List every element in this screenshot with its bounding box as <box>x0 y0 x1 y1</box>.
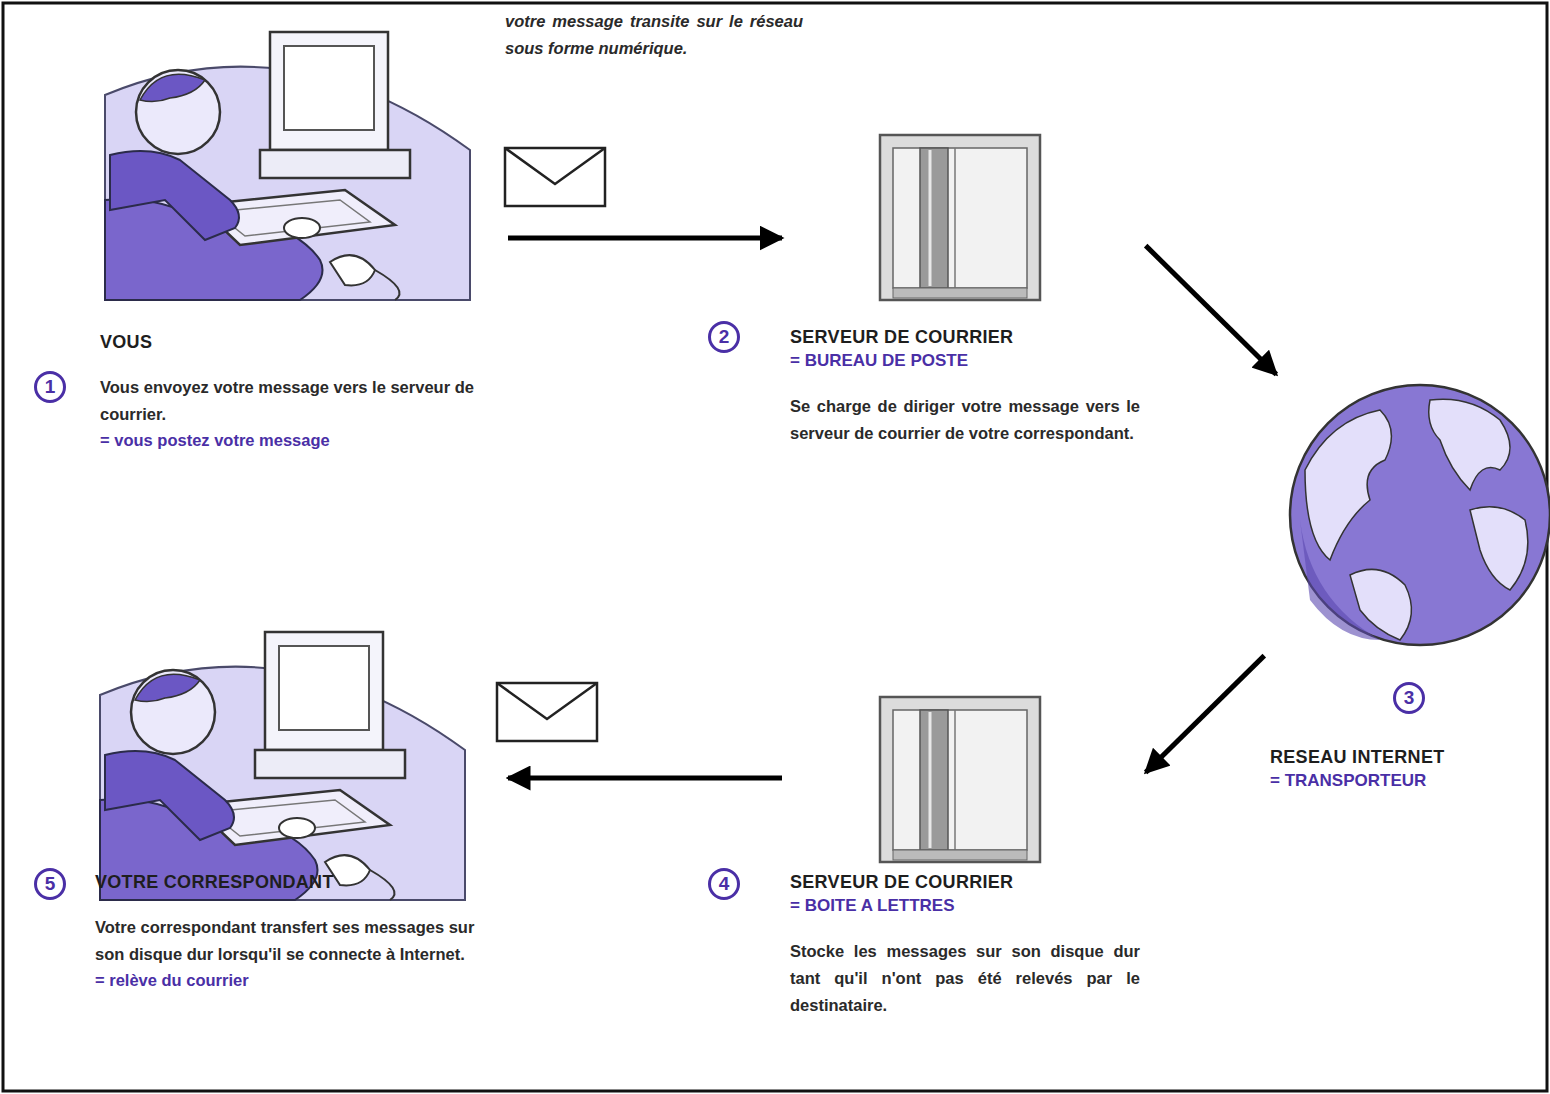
internet-network: RESEAU INTERNET= TRANSPORTEUR <box>1270 380 1545 793</box>
station-heading: SERVEUR DE COURRIER <box>790 870 1140 894</box>
callout-number: 1 <box>34 371 66 403</box>
transit-note: votre message transite sur le réseau sou… <box>505 8 803 62</box>
station-description: Stocke les messages sur son disque dur t… <box>790 938 1140 1019</box>
station-heading: VOUS <box>100 330 500 354</box>
station-analogy: = relève du courrier <box>95 968 500 992</box>
callout-number: 2 <box>708 321 740 353</box>
mail-server: SERVEUR DE COURRIER= BUREAU DE POSTE Se c… <box>790 130 1140 447</box>
station-heading: VOTRE CORRESPONDANT <box>95 870 500 894</box>
mail-server: SERVEUR DE COURRIER= BOITE A LETTRES Stoc… <box>790 690 1140 1019</box>
station-analogy: = BUREAU DE POSTE <box>790 349 1140 373</box>
station-analogy: = BOITE A LETTRES <box>790 894 1140 918</box>
station-description: Votre correspondant transfert ses messag… <box>95 914 500 968</box>
station-heading: RESEAU INTERNET <box>1270 745 1545 769</box>
station-heading: SERVEUR DE COURRIER <box>790 325 1140 349</box>
flow-arrow <box>508 236 782 241</box>
flow-arrow <box>1146 656 1265 773</box>
sender-station: VOUS Vous envoyez votre message vers le s… <box>100 20 500 452</box>
station-description: Vous envoyez votre message vers le serve… <box>100 374 500 428</box>
flow-arrow <box>1146 246 1277 375</box>
callout-number: 3 <box>1393 682 1425 714</box>
flow-arrow <box>508 776 782 781</box>
callout-number: 5 <box>34 868 66 900</box>
callout-number: 4 <box>708 868 740 900</box>
recipient-station: VOTRE CORRESPONDANT Votre correspondant t… <box>95 600 500 992</box>
station-description: Se charge de diriger votre message vers … <box>790 393 1140 447</box>
station-analogy: = TRANSPORTEUR <box>1270 769 1545 793</box>
station-analogy: = vous postez votre message <box>100 428 500 452</box>
